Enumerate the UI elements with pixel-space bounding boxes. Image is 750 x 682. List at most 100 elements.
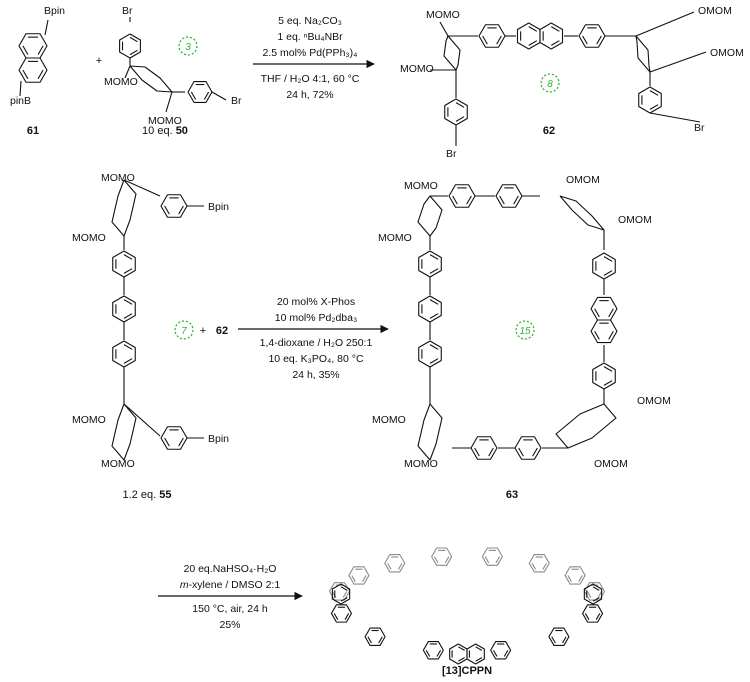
- br-label: Br: [231, 95, 242, 107]
- double-bond: [37, 69, 44, 80]
- double-bond: [22, 69, 29, 80]
- condition-line: 20 eq.NaHSO₄·H₂O: [184, 563, 277, 575]
- double-bond: [488, 447, 494, 457]
- ring-bond: [578, 24, 606, 48]
- double-bond: [342, 591, 348, 598]
- momo-label: MOMO: [72, 232, 106, 244]
- ring-bond: [18, 57, 48, 83]
- double-bond: [597, 591, 603, 598]
- cppn-nanoring-structure: [328, 547, 606, 665]
- bpin-label: Bpin: [208, 433, 229, 445]
- bond: [635, 11, 695, 37]
- double-bond: [562, 636, 567, 644]
- double-bond: [603, 270, 613, 276]
- ring-bond: [431, 547, 453, 566]
- double-bond: [429, 254, 439, 260]
- double-bond: [178, 205, 184, 215]
- double-bond: [528, 40, 538, 46]
- double-bond: [129, 36, 138, 43]
- double-bond: [608, 330, 614, 340]
- double-bond: [496, 35, 502, 45]
- double-bond: [429, 344, 439, 350]
- condition-line: 2.5 mol% Pd(PPh₃)₄: [263, 47, 358, 59]
- condition-line: 10 mol% Pd₂dba₃: [275, 312, 357, 324]
- double-bond: [37, 45, 44, 55]
- condition-line: 24 h, 35%: [292, 369, 339, 381]
- br-label: Br: [122, 5, 133, 17]
- ring-bond: [564, 566, 586, 585]
- bond: [559, 195, 605, 231]
- bond: [19, 80, 22, 97]
- ring-bond: [466, 643, 485, 665]
- double-bond: [123, 254, 133, 260]
- double-bond: [475, 657, 483, 662]
- double-bond: [513, 195, 519, 205]
- ring-size-label: 3: [185, 42, 191, 53]
- double-bond: [367, 636, 372, 644]
- br-label: Br: [446, 148, 457, 160]
- double-bond: [594, 330, 600, 340]
- bond: [649, 51, 707, 73]
- double-bond: [567, 575, 572, 582]
- ring-size-marker: 3: [178, 36, 198, 56]
- double-bond: [578, 575, 583, 582]
- condition-line: 10 eq. K₃PO₄, 80 °C: [268, 353, 363, 365]
- momo-label: MOMO: [372, 414, 406, 426]
- double-bond: [592, 597, 600, 602]
- bond: [211, 91, 227, 101]
- plus-sign: +: [200, 325, 206, 337]
- momo-label: MOMO: [426, 9, 460, 21]
- double-bond: [123, 313, 133, 319]
- momo-label: MOMO: [104, 76, 138, 88]
- ring-bond: [448, 184, 476, 208]
- ring-bond: [330, 604, 352, 623]
- double-bond: [123, 299, 133, 305]
- double-bond: [582, 35, 588, 45]
- double-bond: [594, 308, 600, 318]
- double-bond: [649, 90, 659, 96]
- double-bond: [503, 649, 509, 657]
- condition-line: m-xylene / DMSO 2:1: [180, 579, 281, 591]
- compound-63-structure: [417, 184, 618, 461]
- double-bond: [455, 102, 465, 108]
- double-bond: [22, 45, 29, 55]
- bond: [439, 21, 449, 37]
- double-bond: [351, 575, 356, 582]
- double-bond: [495, 556, 501, 564]
- double-bond: [455, 116, 465, 122]
- bond: [111, 179, 137, 237]
- double-bond: [387, 562, 392, 570]
- bond: [443, 35, 461, 71]
- condition-line: 1 eq. ⁿBu₄NBr: [277, 31, 343, 43]
- double-bond: [178, 437, 184, 447]
- double-bond: [458, 646, 465, 651]
- double-bond: [550, 40, 560, 46]
- double-bond: [482, 35, 488, 45]
- ring-bond: [590, 319, 618, 344]
- ring-size-label: 7: [181, 326, 187, 337]
- cppn-label: [13]CPPN: [442, 665, 492, 677]
- solvent-label: m: [180, 579, 189, 591]
- ring-size-marker: 15: [515, 320, 535, 340]
- double-bond: [586, 591, 592, 598]
- ring-bond: [583, 583, 603, 605]
- omom-label: OMOM: [594, 458, 628, 470]
- bond: [649, 112, 701, 123]
- momo-label: MOMO: [400, 63, 434, 75]
- double-bond: [474, 447, 480, 457]
- compound-label: 55: [159, 489, 171, 501]
- double-bond: [429, 299, 439, 305]
- bpin-label: Bpin: [44, 5, 65, 17]
- momo-label: MOMO: [72, 414, 106, 426]
- compound-61-label: 61: [27, 125, 39, 137]
- double-bond: [123, 268, 133, 274]
- omom-label: OMOM: [566, 174, 600, 186]
- br-label: Br: [694, 122, 705, 134]
- double-bond: [466, 195, 472, 205]
- double-bond: [499, 195, 505, 205]
- equiv-label: 1.2 eq.: [123, 489, 160, 501]
- pinb-label: pinB: [10, 95, 31, 107]
- double-bond: [452, 195, 458, 205]
- ring-bond: [495, 184, 523, 208]
